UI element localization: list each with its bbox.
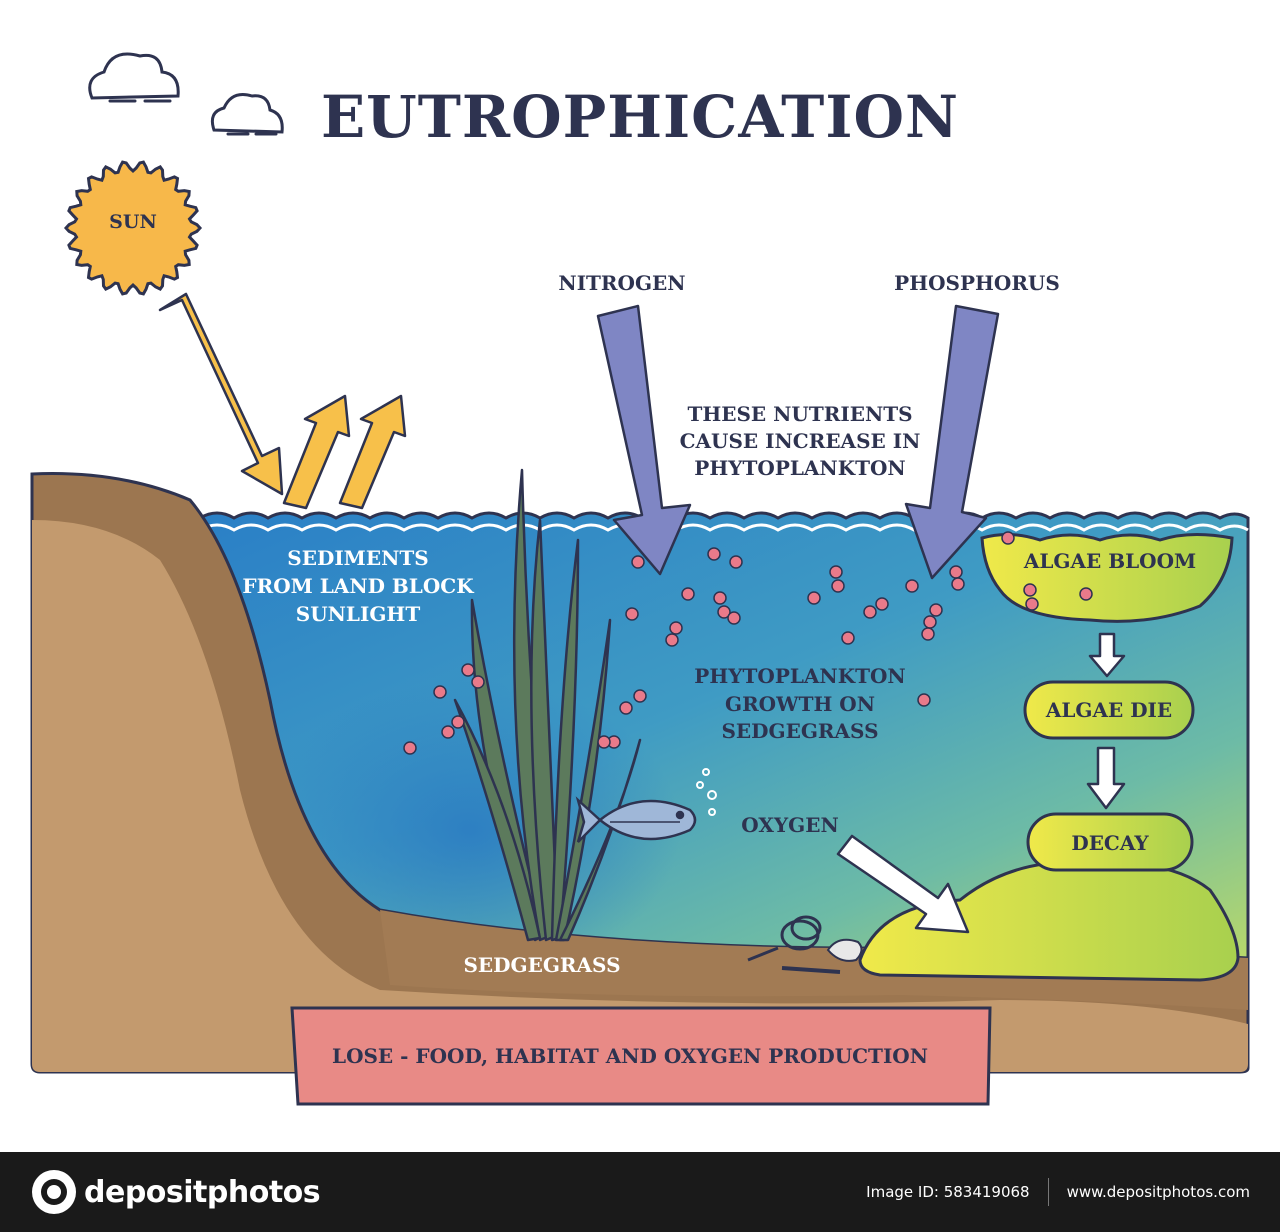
cloud-icon [88,52,180,103]
eutrophication-diagram: EUTROPHICATION SUN [30,52,1250,1106]
footer-info: Image ID: 583419068 www.depositphotos.co… [866,1178,1250,1206]
plankton-dot [1025,597,1039,611]
plankton-dot [451,715,465,729]
sediments-label-line-1: SEDIMENTS [287,546,428,570]
plankton-dot [949,565,963,579]
lose-banner: LOSE - FOOD, HABITAT AND OXYGEN PRODUCTI… [290,1006,992,1106]
land-bank-light [32,520,1248,1072]
plankton-dot [875,597,889,611]
nutrients-label-line-3: PHYTOPLANKTON [694,456,905,480]
camera-icon [32,1170,76,1214]
nitrogen-label: NITROGEN [558,271,685,295]
footer-divider [1047,1178,1049,1206]
algae-bloom-label: ALGAE BLOOM [1023,549,1196,573]
plankton-dot [441,725,455,739]
plankton-dot [713,591,727,605]
cloud-icon [210,93,284,136]
lakebed [380,910,1248,1010]
plankton-dot [597,735,611,749]
sunlight-arrow [158,292,284,496]
plankton-dot [841,631,855,645]
phytoplankton-label-line-1: PHYTOPLANKTON [694,664,905,688]
plankton-dot [633,689,647,703]
bubbles [696,768,717,816]
sun-icon: SUN [63,160,203,296]
oxygen-arrow [836,834,970,934]
decay-label: DECAY [1071,831,1149,855]
footer-bar: depositphotos Image ID: 583419068 www.de… [0,1152,1280,1232]
sun-label: SUN [109,211,157,233]
plankton-dot [921,627,935,641]
plankton-dot [829,565,843,579]
skeleton-icon [747,915,863,974]
reflected-light-arrow [338,394,407,510]
plankton-dot [1023,583,1037,597]
plankton-dot [665,633,679,647]
site-link[interactable]: www.depositphotos.com [1066,1183,1250,1201]
plankton-dot [403,741,417,755]
plankton-dot [625,607,639,621]
plankton-dot [807,591,821,605]
plankton-dot [681,587,695,601]
plankton-dot [923,615,937,629]
plankton-dot [717,605,731,619]
decay-box [1026,812,1194,872]
phytoplankton-particles [403,531,1093,755]
phytoplankton-label-line-2: GROWTH ON [725,692,875,716]
plankton-dot [917,693,931,707]
phosphorus-label: PHOSPHORUS [894,271,1060,295]
plankton-dot [727,611,741,625]
oxygen-label: OXYGEN [741,813,838,837]
plankton-dot [669,621,683,635]
fish-icon [575,796,697,843]
plankton-dot [1079,587,1093,601]
sediments-label-line-3: SUNLIGHT [296,602,421,626]
reflected-light-arrow [282,394,351,510]
brand-name: depositphotos [84,1174,321,1210]
nutrients-label-line-2: CAUSE INCREASE IN [680,429,921,453]
plankton-dot [471,675,485,689]
algae-die-box [1023,680,1195,740]
plankton-dot [631,555,645,569]
down-arrow [1088,632,1126,678]
plankton-dot [1001,531,1015,545]
plankton-dot [461,663,475,677]
plankton-dot [707,547,721,561]
plankton-dot [619,701,633,715]
phosphorus-arrow [904,304,1000,580]
plankton-dot [729,555,743,569]
lose-label: LOSE - FOOD, HABITAT AND OXYGEN PRODUCTI… [332,1044,928,1068]
down-arrow [1086,746,1126,810]
brand[interactable]: depositphotos [32,1170,321,1214]
plankton-dot [929,603,943,617]
plankton-dot [951,577,965,591]
nitrogen-arrow [596,304,692,576]
sedgegrass-label: SEDGEGRASS [463,953,620,977]
phytoplankton-label-line-3: SEDGEGRASS [721,719,878,743]
algae-bloom-patch [980,532,1234,623]
nutrients-label-line-1: THESE NUTRIENTS [687,402,912,426]
wave-line [199,523,1249,532]
plankton-dot [831,579,845,593]
sedgegrass-plant [453,468,642,942]
image-id: Image ID: 583419068 [866,1183,1030,1201]
plankton-dot [863,605,877,619]
plankton-dot [433,685,447,699]
algae-die-label: ALGAE DIE [1045,698,1172,722]
plankton-dot [905,579,919,593]
sediments-label-line-2: FROM LAND BLOCK [242,574,474,598]
page-title: EUTROPHICATION [321,83,959,151]
